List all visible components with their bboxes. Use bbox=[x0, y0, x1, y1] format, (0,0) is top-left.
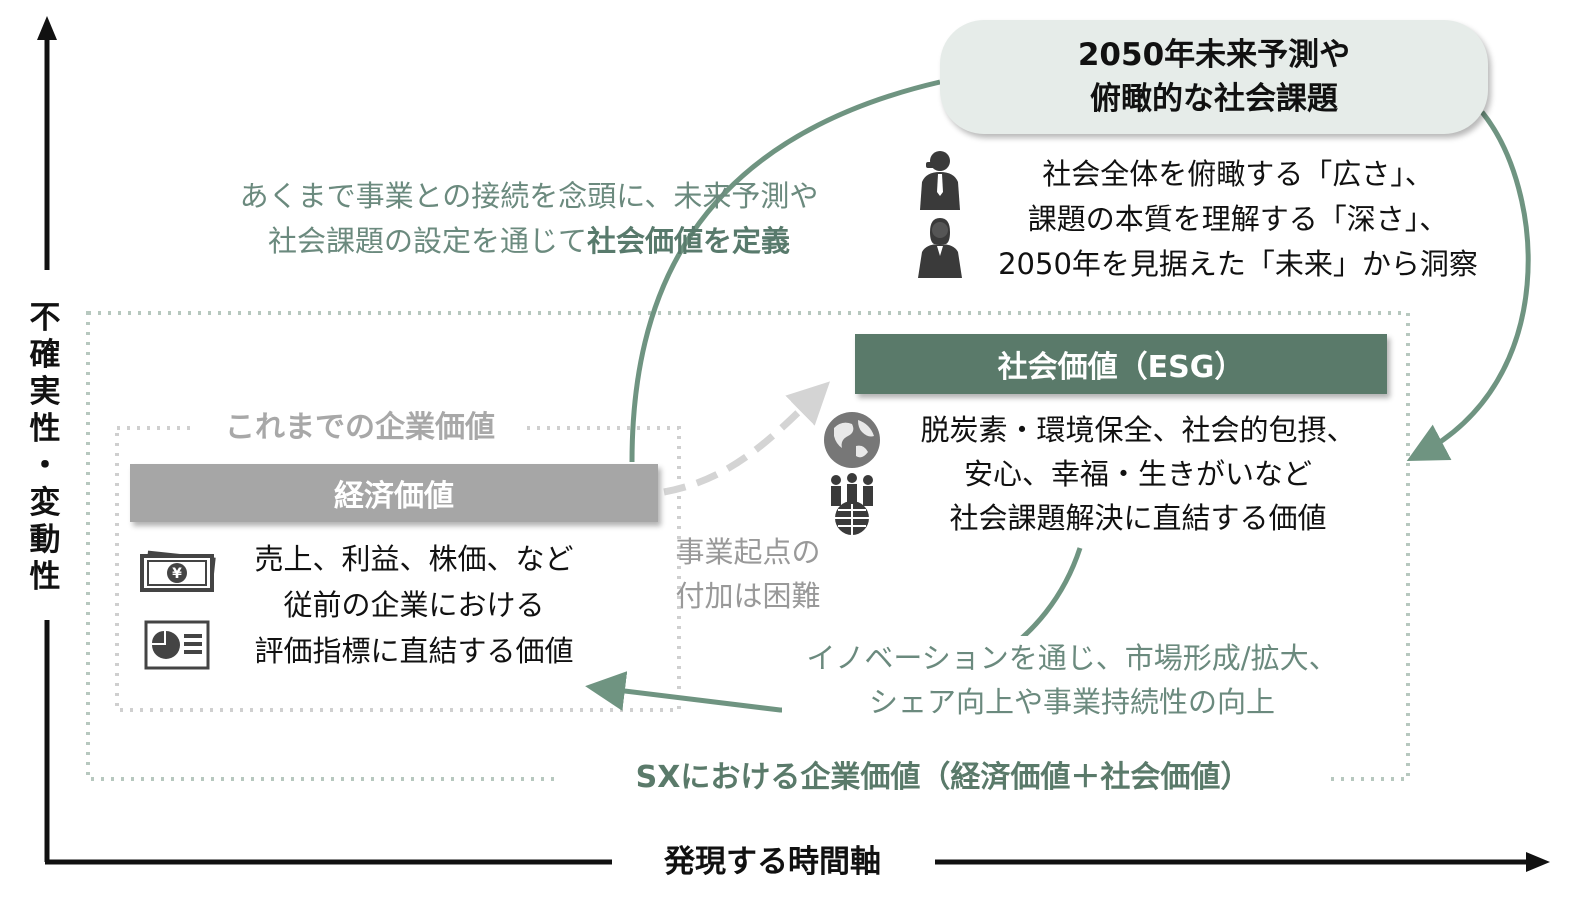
insight-line: 2050年を見据えた「未来」から洞察 bbox=[998, 247, 1478, 281]
y-axis-label: 不 確 実 性 ・ 変 動 性 bbox=[22, 300, 68, 596]
insight-arrow bbox=[1406, 110, 1531, 462]
difficulty-line: 付加は困難 bbox=[675, 579, 821, 613]
econ-line: 評価指標に直結する価値 bbox=[254, 634, 574, 668]
y-axis-char: 性 bbox=[29, 411, 61, 447]
social-line: 脱炭素・環境保全、社会的包摂、 bbox=[920, 413, 1356, 447]
econ-line: 従前の企業における bbox=[283, 588, 545, 622]
y-axis-char: 変 bbox=[29, 485, 61, 521]
future-box-line: 2050年未来予測や bbox=[1077, 37, 1351, 73]
people-on-globe-icon bbox=[831, 473, 873, 535]
define-value-arc bbox=[629, 79, 941, 463]
social-line: 社会課題解決に直結する価値 bbox=[949, 501, 1327, 535]
define-line: あくまで事業との接続を念頭に、未来予測や bbox=[239, 179, 819, 213]
innovation-line: イノベーションを通じ、市場形成/拡大、 bbox=[806, 641, 1338, 675]
economic-value-description: 売上、利益、株価、など 従前の企業における 評価指標に直結する価値 bbox=[214, 536, 614, 674]
y-axis-char: ・ bbox=[29, 448, 61, 484]
innovation-line: シェア向上や事業持続性の向上 bbox=[868, 685, 1275, 719]
innovation-note: イノベーションを通じ、市場形成/拡大、 シェア向上や事業持続性の向上 bbox=[782, 636, 1362, 724]
x-axis bbox=[45, 852, 1550, 872]
define-social-value-text: あくまで事業との接続を念頭に、未来予測や 社会課題の設定を通じて社会価値を定義 bbox=[186, 174, 872, 264]
social-value-bar: 社会価値（ESG） bbox=[855, 334, 1387, 394]
future-forecast-box: 2050年未来予測や 俯瞰的な社会課題 bbox=[940, 20, 1488, 134]
y-axis-char: 動 bbox=[29, 522, 61, 558]
past-value-title: これまでの企業価値 bbox=[196, 402, 524, 446]
social-line: 安心、幸福・生きがいなど bbox=[963, 457, 1312, 491]
y-axis-char: 性 bbox=[29, 559, 61, 595]
define-line: 社会課題の設定を通じて社会価値を定義 bbox=[186, 219, 872, 264]
businesswoman-icon bbox=[918, 218, 962, 278]
insight-description: 社会全体を俯瞰する「広さ」、 課題の本質を理解する「深さ」、 2050年を見据え… bbox=[958, 152, 1518, 287]
social-value-description: 脱炭素・環境保全、社会的包摂、 安心、幸福・生きがいなど 社会課題解決に直結する… bbox=[868, 408, 1408, 540]
businessman-icon bbox=[920, 151, 960, 210]
future-box-line: 俯瞰的な社会課題 bbox=[1090, 81, 1338, 117]
econ-line: 売上、利益、株価、など bbox=[254, 542, 574, 576]
yen-banknote-icon: ¥ bbox=[140, 550, 216, 592]
economic-value-bar: 経済価値 bbox=[130, 464, 658, 522]
sx-value-frame bbox=[86, 311, 1410, 781]
define-line-normal: 社会課題の設定を通じて bbox=[267, 224, 587, 258]
insight-line: 社会全体を俯瞰する「広さ」、 bbox=[1042, 157, 1434, 191]
y-axis-char: 確 bbox=[29, 337, 61, 373]
dashed-gray-arrow bbox=[663, 381, 831, 496]
define-line-bold: 社会価値を定義 bbox=[587, 224, 791, 258]
sx-value-label: SXにおける企業価値（経済価値＋社会価値） bbox=[560, 752, 1326, 796]
insight-line: 課題の本質を理解する「深さ」、 bbox=[1027, 202, 1449, 236]
y-axis bbox=[37, 16, 57, 862]
y-axis-char: 不 bbox=[29, 300, 61, 336]
svg-text:¥: ¥ bbox=[172, 566, 182, 582]
globe-icon bbox=[824, 412, 880, 468]
difficulty-note: 事業起点の 付加は困難 bbox=[650, 530, 846, 618]
pie-chart-report-icon bbox=[144, 620, 210, 670]
x-axis-label: 発現する時間軸 bbox=[620, 836, 925, 881]
difficulty-line: 事業起点の bbox=[675, 535, 821, 569]
y-axis-char: 実 bbox=[29, 374, 61, 410]
